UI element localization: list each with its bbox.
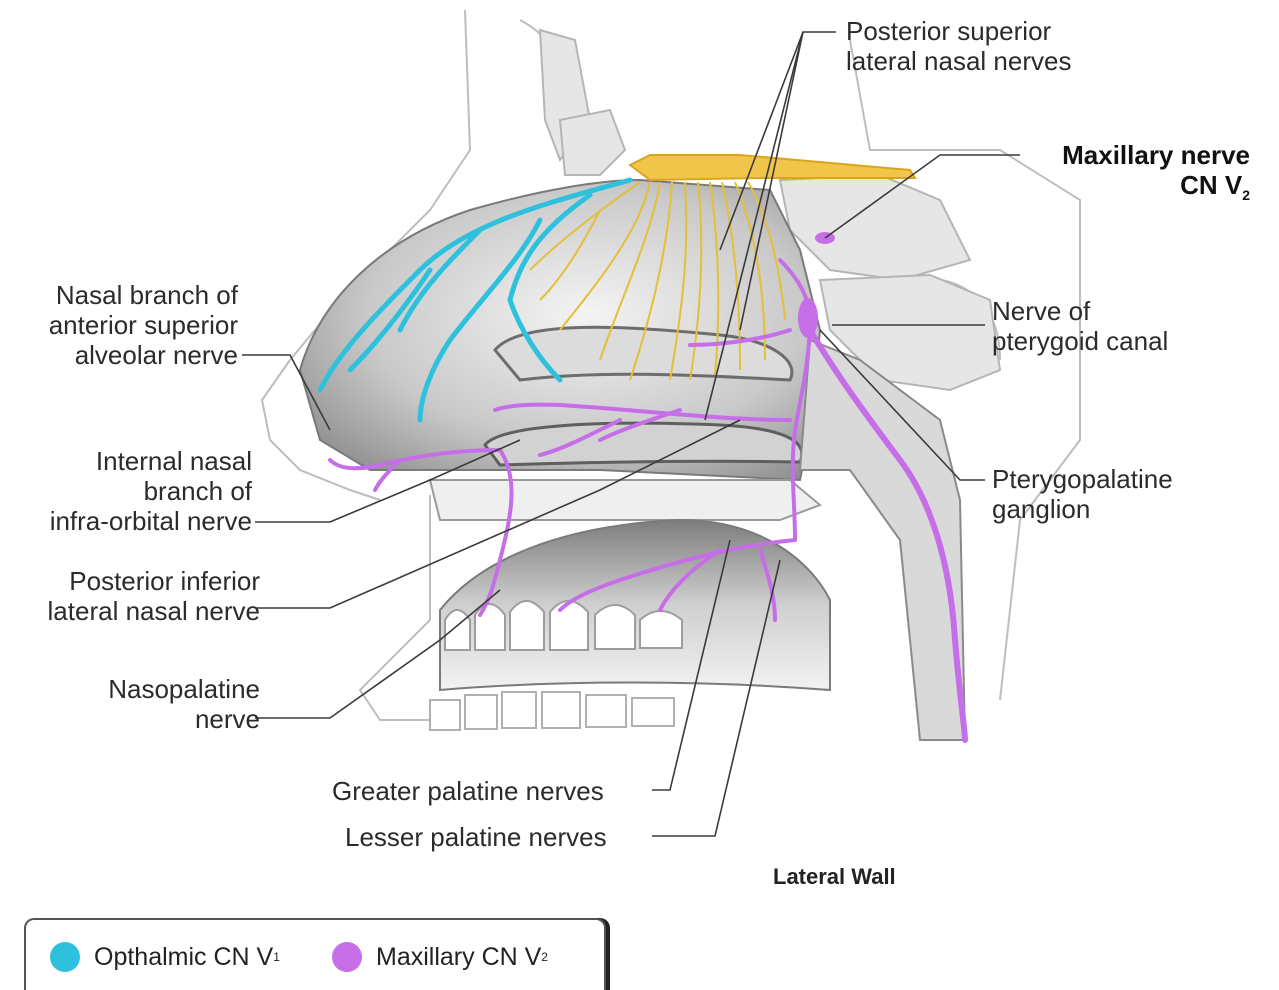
oral-cavity bbox=[440, 520, 830, 690]
label-maxillary-nerve: Maxillary nerve CN V2 bbox=[1030, 140, 1250, 210]
inferior-turbinate bbox=[485, 423, 802, 465]
maxillary-color-swatch bbox=[332, 942, 362, 972]
pterygopalatine-ganglion bbox=[798, 298, 818, 338]
hard-palate bbox=[430, 480, 820, 520]
label-lesser-palatine: Lesser palatine nerves bbox=[345, 822, 607, 852]
diagram-caption: Lateral Wall bbox=[773, 862, 896, 892]
lower-teeth bbox=[430, 692, 674, 730]
ophthalmic-color-swatch bbox=[50, 942, 80, 972]
label-greater-palatine: Greater palatine nerves bbox=[332, 776, 604, 806]
